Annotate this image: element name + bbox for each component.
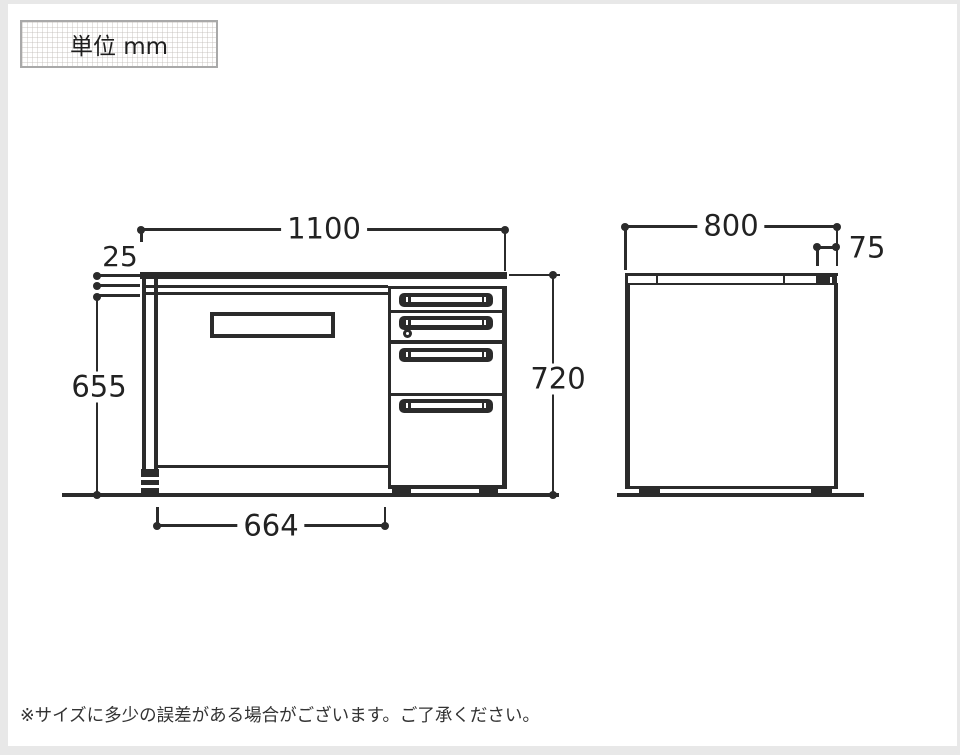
dim-label-top-thickness: 25 bbox=[96, 242, 144, 272]
dim-dot bbox=[813, 243, 821, 251]
side-top-edge-block-notch bbox=[830, 276, 832, 283]
drawer-divider-1 bbox=[390, 310, 502, 313]
dim-extension bbox=[816, 250, 819, 266]
handle-tick-left bbox=[408, 296, 411, 304]
handle-slot bbox=[406, 352, 486, 357]
desktop-top bbox=[140, 272, 507, 279]
drawer-divider-3 bbox=[390, 393, 502, 396]
handle-tick-left bbox=[408, 319, 411, 327]
dim-dot bbox=[621, 222, 629, 231]
drawer-divider-2 bbox=[390, 340, 502, 344]
pedestal-bottom-line bbox=[388, 485, 507, 489]
handle-slot bbox=[406, 297, 486, 302]
dim-label-knee-space: 664 bbox=[237, 510, 305, 542]
handle-slot bbox=[406, 403, 486, 408]
dim-dot bbox=[832, 243, 840, 251]
dim-extension bbox=[509, 273, 560, 276]
left-leg-outer-line bbox=[142, 279, 146, 471]
panel-slot bbox=[210, 312, 335, 338]
side-top-edge-block bbox=[816, 274, 837, 285]
dim-dot bbox=[549, 271, 557, 279]
dim-dot bbox=[833, 222, 841, 231]
dim-leader bbox=[96, 284, 140, 287]
dim-extension bbox=[624, 229, 627, 270]
footnote-text: ※サイズに多少の誤差がある場合がございます。ご了承ください。 bbox=[20, 706, 540, 726]
unit-box: 単位 mm bbox=[20, 20, 218, 68]
dim-label-width: 1100 bbox=[281, 213, 367, 245]
side-top-divider-1 bbox=[656, 275, 658, 283]
white-sheet bbox=[8, 4, 957, 746]
dim-extension bbox=[503, 232, 506, 271]
dim-label-height: 720 bbox=[524, 363, 592, 395]
side-top-divider-2 bbox=[783, 275, 785, 283]
pedestal-foot-right bbox=[479, 489, 498, 496]
left-leg-foot-slit-1 bbox=[141, 477, 159, 480]
dim-label-under-height: 655 bbox=[65, 371, 133, 403]
dim-extension bbox=[156, 507, 159, 523]
drawer-handle-1 bbox=[399, 293, 493, 307]
dim-label-edge: 75 bbox=[842, 232, 892, 264]
dim-dot bbox=[501, 225, 509, 234]
ground-line-side bbox=[617, 493, 864, 497]
unit-label: 単位 mm bbox=[69, 34, 169, 60]
dim-dot bbox=[137, 225, 145, 234]
handle-tick-right bbox=[481, 296, 484, 304]
side-right-edge bbox=[833, 284, 838, 489]
drawer-handle-3 bbox=[399, 348, 493, 362]
dim-dot bbox=[549, 491, 557, 499]
drawer-lock-icon bbox=[403, 329, 412, 338]
side-top-edge-top bbox=[625, 273, 838, 276]
modesty-panel-bottom-line bbox=[158, 465, 388, 468]
dim-leader bbox=[96, 274, 140, 277]
side-bottom-line bbox=[629, 486, 834, 489]
side-top-edge-bottom bbox=[625, 282, 838, 285]
handle-slot bbox=[406, 320, 486, 325]
handle-tick-right bbox=[481, 351, 484, 359]
dim-line bbox=[818, 245, 836, 249]
dim-dot bbox=[93, 271, 101, 280]
drawer-handle-4 bbox=[399, 399, 493, 413]
handle-tick-right bbox=[481, 402, 484, 410]
ground-line-front bbox=[62, 493, 559, 497]
dim-dot bbox=[93, 490, 101, 499]
dim-dot bbox=[381, 521, 389, 530]
left-leg-foot-slit-2 bbox=[141, 485, 159, 488]
handle-tick-right bbox=[481, 319, 484, 327]
left-leg-inner-line bbox=[154, 279, 158, 471]
dim-extension bbox=[383, 507, 386, 523]
dim-label-depth: 800 bbox=[697, 210, 765, 242]
pedestal-left-edge bbox=[388, 286, 391, 489]
handle-tick-left bbox=[408, 351, 411, 359]
lock-pin bbox=[406, 332, 409, 335]
left-leg-foot bbox=[141, 469, 159, 495]
side-left-edge bbox=[625, 284, 630, 489]
dim-dot bbox=[93, 292, 101, 301]
pedestal-right-edge bbox=[502, 286, 507, 489]
pedestal-top-line bbox=[388, 286, 507, 289]
dim-dot bbox=[153, 521, 161, 530]
desktop-under-line-1 bbox=[143, 285, 388, 288]
dim-dot bbox=[93, 281, 101, 290]
pedestal-foot-left bbox=[392, 489, 411, 496]
dim-leader bbox=[96, 294, 140, 297]
side-top-edge-left-cap bbox=[625, 273, 628, 285]
desktop-under-line-2 bbox=[143, 292, 388, 295]
drawer-handle-2 bbox=[399, 316, 493, 330]
handle-tick-left bbox=[408, 402, 411, 410]
